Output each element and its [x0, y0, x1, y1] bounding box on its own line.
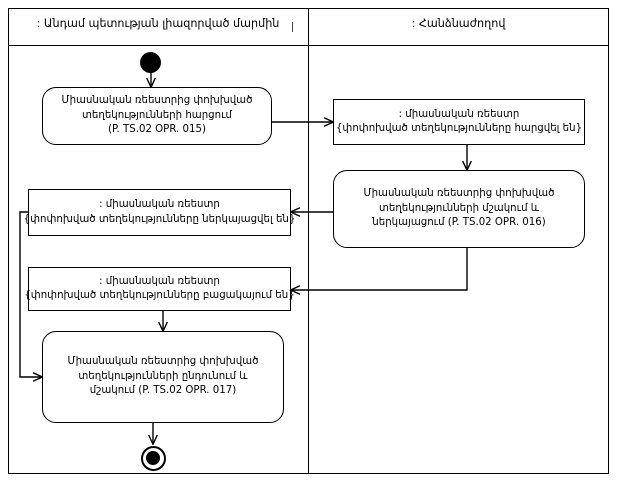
object-node-registry-requested-label: : միասնական ռեեստր {փոփոխված տեղեկությու…	[335, 108, 583, 135]
action-node-opr-015[interactable]: Միասնական ռեեստրից փոխխված տեղեկությունն…	[42, 87, 272, 145]
action-node-opr-015-label: Միասնական ռեեստրից փոխխված տեղեկությունն…	[61, 95, 253, 136]
initial-node	[140, 52, 161, 73]
swimlane-vertical-divider	[308, 8, 309, 474]
object-node-registry-presented[interactable]: : միասնական ռեեստր {փոփոխված տեղեկությու…	[24, 189, 295, 236]
action-node-opr-016-label: Միասնական ռեեստրից փոխխված տեղեկությունն…	[363, 188, 555, 229]
object-node-registry-absent[interactable]: : միասնական ռեեստր {փոփոխված տեղեկությու…	[24, 267, 295, 311]
object-node-registry-requested[interactable]: : միասնական ռեեստր {փոփոխված տեղեկությու…	[333, 99, 585, 145]
action-node-opr-017-label: Միասնական ռեեստրից փոխխված տեղեկությունն…	[67, 356, 259, 397]
action-node-opr-016[interactable]: Միասնական ռեեստրից փոխխված տեղեկությունն…	[333, 170, 585, 248]
activity-final-node	[141, 446, 166, 471]
swimlane-header-left: : Անդամ պետության լիազորված մարմին	[36, 17, 280, 30]
swimlane-header-right: : Հանձնաժողով	[411, 17, 506, 30]
object-node-registry-presented-label: : միասնական ռեեստր {փոփոխված տեղեկությու…	[23, 199, 296, 225]
swimlane-header-tick-icon	[292, 22, 293, 32]
object-node-registry-absent-label: : միասնական ռեեստր {փոփոխված տեղեկությու…	[24, 275, 295, 302]
action-node-opr-017[interactable]: Միասնական ռեեստրից փոխխված տեղեկությունն…	[42, 331, 284, 423]
